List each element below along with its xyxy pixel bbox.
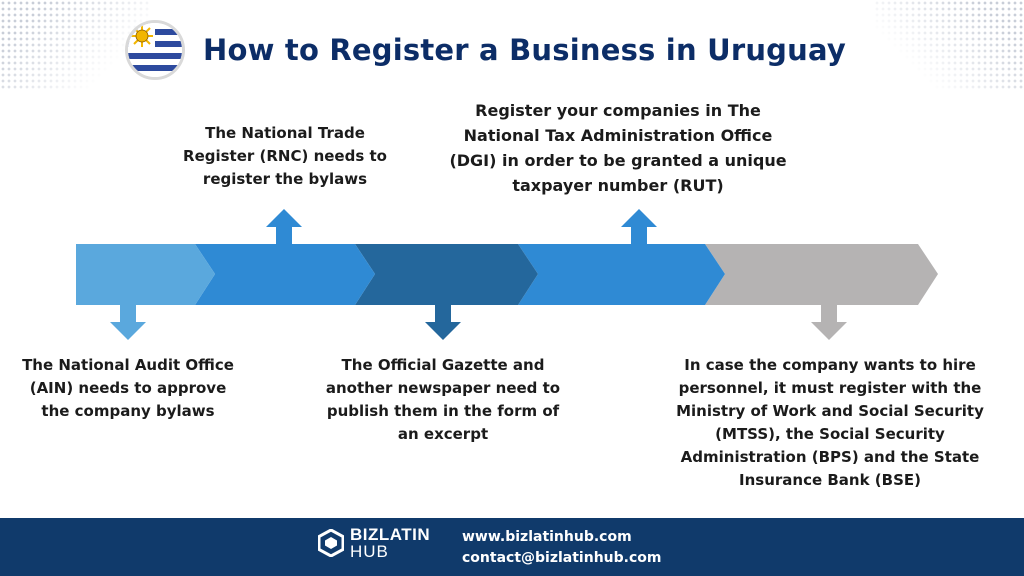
step-1-down-arrow <box>110 305 146 340</box>
bizlatinhub-logo[interactable]: BIZLATIN HUB <box>318 526 430 560</box>
timeline-segment-3 <box>355 244 538 305</box>
step-2-up-arrow <box>266 209 302 244</box>
step-1-text: The National Audit Office (AIN) needs to… <box>22 356 234 420</box>
email-link[interactable]: contact@bizlatinhub.com <box>462 550 662 566</box>
decorative-dots-right <box>874 0 1024 90</box>
logo-text-line1: BIZLATIN <box>350 525 431 544</box>
website-link[interactable]: www.bizlatinhub.com <box>462 529 632 545</box>
step-4-up-arrow <box>621 209 657 244</box>
timeline-segment-1 <box>76 244 215 305</box>
timeline-segment-2 <box>195 244 375 305</box>
step-4-text: Register your companies in The National … <box>449 101 787 195</box>
step-3-text: The Official Gazette and another newspap… <box>325 356 561 443</box>
contact-info: www.bizlatinhub.com contact@bizlatinhub.… <box>462 527 661 569</box>
timeline-segment-4 <box>518 244 725 305</box>
bizlatinhub-logo-icon <box>318 529 344 557</box>
uruguay-flag-icon <box>125 20 185 80</box>
process-timeline <box>76 209 938 340</box>
step-5-down-arrow <box>811 305 847 340</box>
header: How to Register a Business in Uruguay <box>125 18 905 82</box>
step-5-text: In case the company wants to hire person… <box>676 356 984 489</box>
step-3-down-arrow <box>425 305 461 340</box>
page-title: How to Register a Business in Uruguay <box>203 33 846 67</box>
timeline-segment-5 <box>705 244 938 305</box>
step-2-text: The National Trade Register (RNC) needs … <box>183 124 387 188</box>
footer: BIZLATIN HUB www.bizlatinhub.com contact… <box>0 518 1024 576</box>
logo-text-line2: HUB <box>350 542 389 561</box>
